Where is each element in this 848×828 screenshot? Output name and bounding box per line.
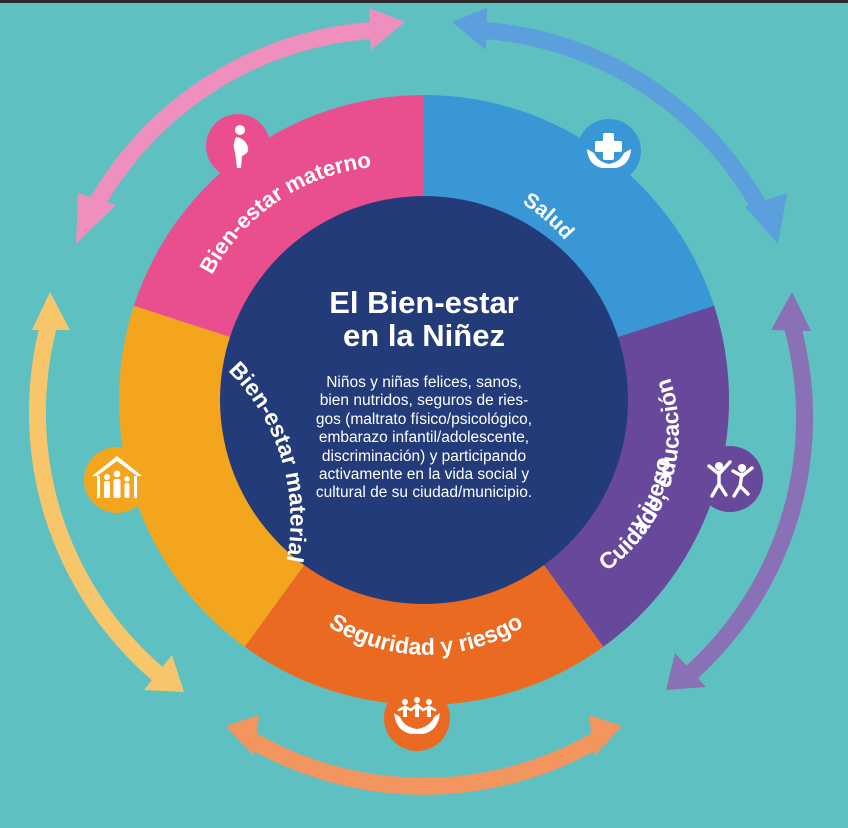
title-line-2: en la Niñez <box>343 318 505 353</box>
arrow-orange <box>239 729 609 795</box>
top-edge-bar <box>0 0 848 3</box>
description-line: bien nutridos, seguros de ries- <box>319 392 529 410</box>
description-line: gos (maltrato físico/psicológico, <box>315 410 533 428</box>
arrow-blue-head-left <box>452 8 487 50</box>
arrow-pink-head-right <box>369 8 405 50</box>
center-disc <box>220 196 628 604</box>
protected-children-icon <box>384 685 450 751</box>
diagram-title: El Bien-estar en la Niñez <box>254 286 594 352</box>
arrow-pink-head-left <box>76 193 116 244</box>
outer-arrows <box>28 8 814 795</box>
arrow-blue-head-right <box>745 193 787 244</box>
arrow-yellow-head-bottom <box>144 655 184 692</box>
arrow-yellow <box>28 311 169 685</box>
arrow-purple-head-bottom <box>666 653 706 690</box>
arrow-blue <box>469 21 771 221</box>
center-description: Niños y niñas felices, sanos, bien nutri… <box>268 374 580 503</box>
title-line-1: El Bien-estar <box>329 285 519 320</box>
description-line: embarazo infantil/adolescente, <box>318 429 530 447</box>
arrow-purple-head-top <box>771 292 811 331</box>
description-line: activamente en la vida social y <box>318 466 530 484</box>
arrow-purple <box>681 309 814 683</box>
arrow-pink <box>84 21 389 219</box>
description-line: Niños y niñas felices, sanos, <box>326 374 522 391</box>
description-line: discriminación) y participando <box>321 447 527 465</box>
health-hands-cross-icon <box>577 119 641 183</box>
description-line: cultural de su ciudad/municipio. <box>315 484 533 502</box>
arrow-yellow-head-top <box>32 292 70 330</box>
family-house-icon <box>84 447 150 513</box>
arrow-orange-head-left <box>226 715 259 756</box>
pregnant-woman-icon <box>206 114 270 178</box>
arrow-orange-head-right <box>589 715 622 756</box>
playing-children-icon <box>697 446 763 512</box>
